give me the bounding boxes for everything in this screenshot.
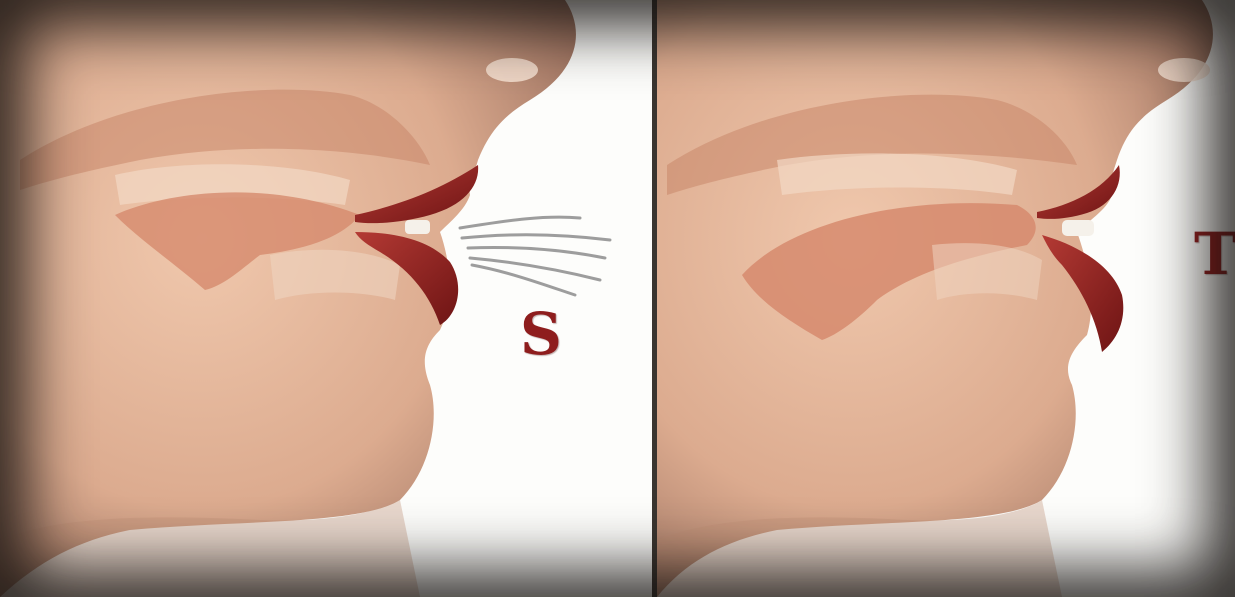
- front-teeth: [405, 220, 430, 234]
- face-silhouette: [0, 0, 576, 597]
- sound-label-s: S: [520, 305, 562, 363]
- airflow-lines: [460, 217, 610, 295]
- nostril: [486, 58, 538, 82]
- sound-label-t: T: [1194, 225, 1235, 283]
- airflow-line: [460, 217, 580, 228]
- face-profile-t-illustration: [657, 0, 1235, 597]
- airflow-line: [462, 235, 610, 240]
- panel-t-sound: T: [657, 0, 1235, 597]
- face-silhouette: [657, 0, 1213, 597]
- face-profile-s-illustration: [0, 0, 652, 597]
- panel-s-sound: S: [0, 0, 652, 597]
- front-teeth: [1062, 220, 1094, 236]
- airflow-line: [468, 247, 605, 258]
- nostril: [1158, 58, 1210, 82]
